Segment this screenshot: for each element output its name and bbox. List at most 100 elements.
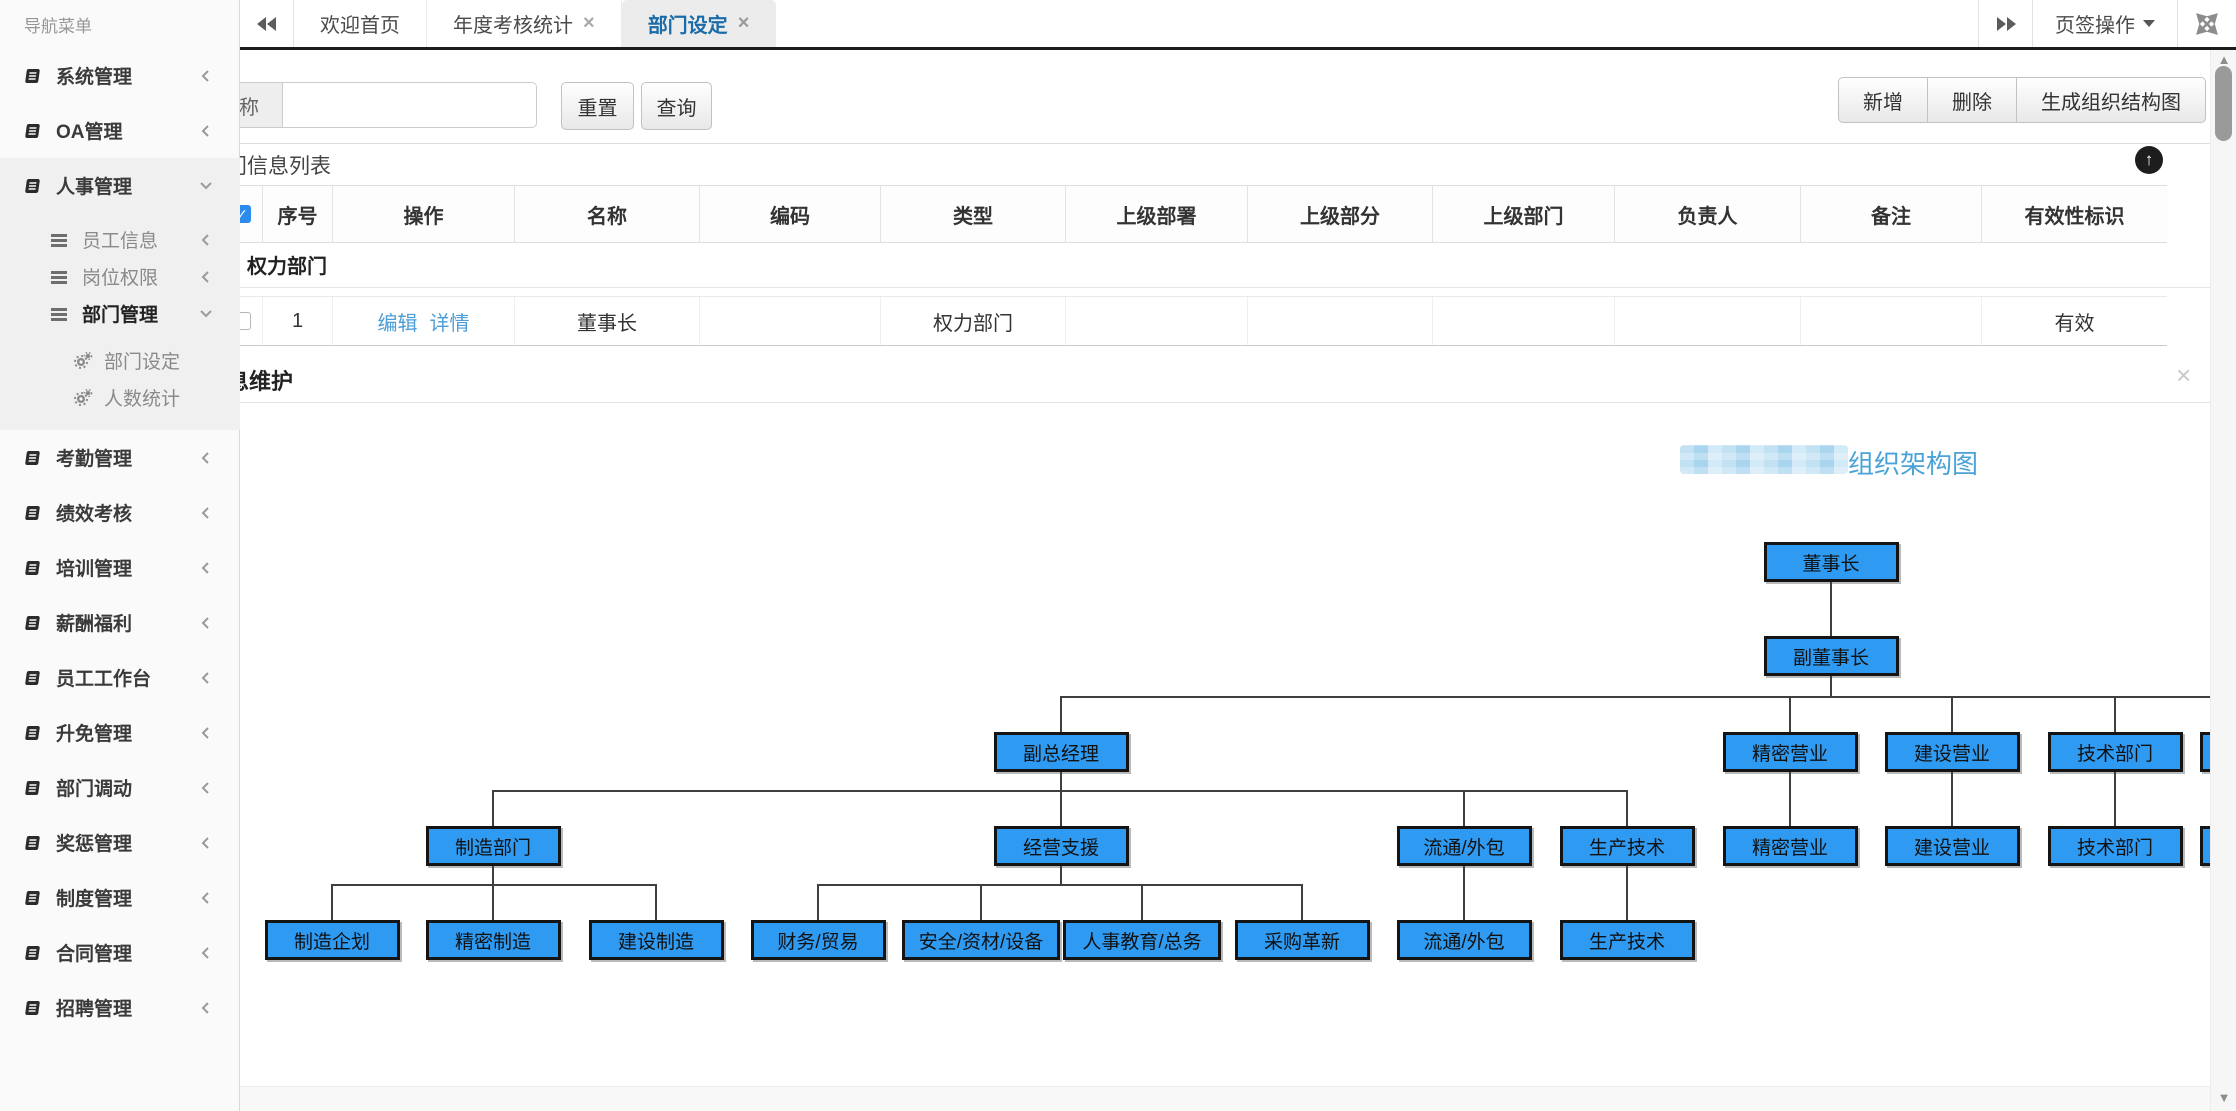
sidebar-item-人事管理[interactable]: 人事管理 xyxy=(0,158,240,213)
sidebar-item-制度管理[interactable]: 制度管理 xyxy=(0,870,240,925)
sidebar-item-label: 员工工作台 xyxy=(56,669,152,690)
sidebar-item-奖惩管理[interactable]: 奖惩管理 xyxy=(0,815,240,870)
sidebar-item-绩效考核[interactable]: 绩效考核 xyxy=(0,485,240,540)
org-node-精密营业: 精密营业 xyxy=(1722,732,1858,772)
sidebar-item-员工工作台[interactable]: 员工工作台 xyxy=(0,650,240,705)
tab-operations-dropdown[interactable]: 页签操作 xyxy=(2032,0,2177,47)
org-connector-line xyxy=(492,866,494,884)
org-node-流通/外包: 流通/外包 xyxy=(1396,826,1532,866)
tab-spacer xyxy=(776,0,1978,47)
sidebar-item-招聘管理[interactable]: 招聘管理 xyxy=(0,980,240,1035)
list-icon xyxy=(48,303,70,325)
sidebar-item-label: 部门管理 xyxy=(82,305,159,326)
tab-欢迎首页[interactable]: 欢迎首页 xyxy=(294,0,427,47)
sidebar-submenu: 部门设定人数统计 xyxy=(0,342,240,416)
org-connector-line xyxy=(1141,884,1143,920)
org-node-clipped xyxy=(2199,826,2210,866)
action-link-详情[interactable]: 详情 xyxy=(429,312,470,335)
chevron-left-icon xyxy=(198,780,214,796)
sidebar-item-label: 奖惩管理 xyxy=(56,834,133,855)
org-connector-line xyxy=(1060,696,1062,732)
table-group-row: 权力部门 xyxy=(222,241,2210,288)
sidebar-item-考勤管理[interactable]: 考勤管理 xyxy=(0,430,240,485)
org-node-技术部门: 技术部门 xyxy=(2047,826,2183,866)
row-cell: 编辑详情 xyxy=(332,297,514,345)
org-connector-line xyxy=(1301,884,1303,920)
sidebar-item-培训管理[interactable]: 培训管理 xyxy=(0,540,240,595)
caret-down-icon xyxy=(2143,20,2155,27)
close-tab-icon[interactable]: × xyxy=(583,12,595,34)
column-header-操作: 操作 xyxy=(332,186,514,242)
tab-年度考核统计[interactable]: 年度考核统计× xyxy=(427,0,622,47)
chevron-left-icon xyxy=(198,670,214,686)
double-chevron-left-icon xyxy=(256,16,276,31)
org-node-制造部门: 制造部门 xyxy=(425,826,561,866)
sidebar-item-部门设定[interactable]: 部门设定 xyxy=(0,342,240,379)
column-header-负责人: 负责人 xyxy=(1614,186,1800,242)
book-icon xyxy=(22,667,44,689)
action-link-编辑[interactable]: 编辑 xyxy=(377,312,418,335)
row-cell: 有效 xyxy=(1981,297,2167,345)
chevron-left-icon xyxy=(198,725,214,741)
gears-icon xyxy=(72,387,94,409)
column-header-名称: 名称 xyxy=(514,186,699,242)
list-icon xyxy=(48,266,70,288)
scrollbar-thumb[interactable] xyxy=(2215,66,2232,141)
sidebar-item-部门管理[interactable]: 部门管理 xyxy=(0,295,240,332)
fullscreen-button[interactable] xyxy=(2177,0,2236,47)
chevron-left-icon xyxy=(198,560,214,576)
sidebar-item-合同管理[interactable]: 合同管理 xyxy=(0,925,240,980)
toolbar-button-新增[interactable]: 新增 xyxy=(1838,77,1928,123)
column-header-上级部署: 上级部署 xyxy=(1065,186,1247,242)
sidebar-item-部门调动[interactable]: 部门调动 xyxy=(0,760,240,815)
org-connector-line xyxy=(655,884,657,920)
tab-label: 欢迎首页 xyxy=(320,15,400,37)
sidebar-item-OA管理[interactable]: OA管理 xyxy=(0,103,240,158)
expand-arrows-icon xyxy=(2196,12,2218,35)
column-header-上级部分: 上级部分 xyxy=(1247,186,1432,242)
org-node-财务/贸易: 财务/贸易 xyxy=(750,920,886,960)
scroll-up-icon[interactable]: ▲ xyxy=(2217,52,2231,67)
org-connector-line xyxy=(817,884,1303,886)
book-icon xyxy=(22,502,44,524)
book-icon xyxy=(22,557,44,579)
group-row-label: 权力部门 xyxy=(247,255,327,278)
vertical-scrollbar[interactable]: ▲ ▼ xyxy=(2210,50,2236,1111)
sidebar-item-升免管理[interactable]: 升免管理 xyxy=(0,705,240,760)
reset-button[interactable]: 重置 xyxy=(561,82,634,130)
org-connector-line xyxy=(331,884,657,886)
chevron-left-icon xyxy=(198,1000,214,1016)
sidebar-item-label: 招聘管理 xyxy=(56,999,133,1020)
org-node-安全/资材/设备: 安全/资材/设备 xyxy=(902,920,1060,960)
row-cell xyxy=(1065,297,1247,345)
close-tab-icon[interactable]: × xyxy=(737,12,750,34)
sidebar-item-label: 人数统计 xyxy=(104,389,181,410)
org-connector-line xyxy=(1789,790,1791,826)
org-node-精密制造: 精密制造 xyxy=(425,920,561,960)
scroll-tabs-left-button[interactable] xyxy=(240,0,294,47)
toolbar-button-删除[interactable]: 删除 xyxy=(1928,77,2017,123)
sidebar-item-人数统计[interactable]: 人数统计 xyxy=(0,379,240,416)
sidebar-item-label: 薪酬福利 xyxy=(56,614,133,635)
column-header-备注: 备注 xyxy=(1800,186,1981,242)
table-header-row: ✓序号操作名称编码类型上级部署上级部分上级部门负责人备注有效性标识 xyxy=(222,185,2167,243)
scroll-down-icon[interactable]: ▼ xyxy=(2217,1090,2231,1105)
sidebar-item-label: 绩效考核 xyxy=(56,504,133,525)
sidebar-item-岗位权限[interactable]: 岗位权限 xyxy=(0,258,240,295)
scroll-tabs-right-button[interactable] xyxy=(1978,0,2032,47)
close-panel-icon[interactable]: × xyxy=(2176,360,2192,390)
org-node-副董事长: 副董事长 xyxy=(1763,636,1899,676)
org-node-建设营业: 建设营业 xyxy=(1884,732,2020,772)
tab-部门设定[interactable]: 部门设定× xyxy=(621,0,777,47)
query-button[interactable]: 查询 xyxy=(641,82,712,130)
sidebar-item-薪酬福利[interactable]: 薪酬福利 xyxy=(0,595,240,650)
sidebar-item-员工信息[interactable]: 员工信息 xyxy=(0,221,240,258)
org-connector-line xyxy=(492,790,494,826)
collapse-panel-button[interactable]: ↑ xyxy=(2135,146,2163,174)
toolbar-button-生成组织结构图[interactable]: 生成组织结构图 xyxy=(2017,77,2206,123)
sidebar-item-系统管理[interactable]: 系统管理 xyxy=(0,48,240,103)
sidebar-item-label: OA管理 xyxy=(56,122,123,143)
chevron-left-icon xyxy=(198,890,214,906)
name-search-input[interactable] xyxy=(282,82,537,128)
